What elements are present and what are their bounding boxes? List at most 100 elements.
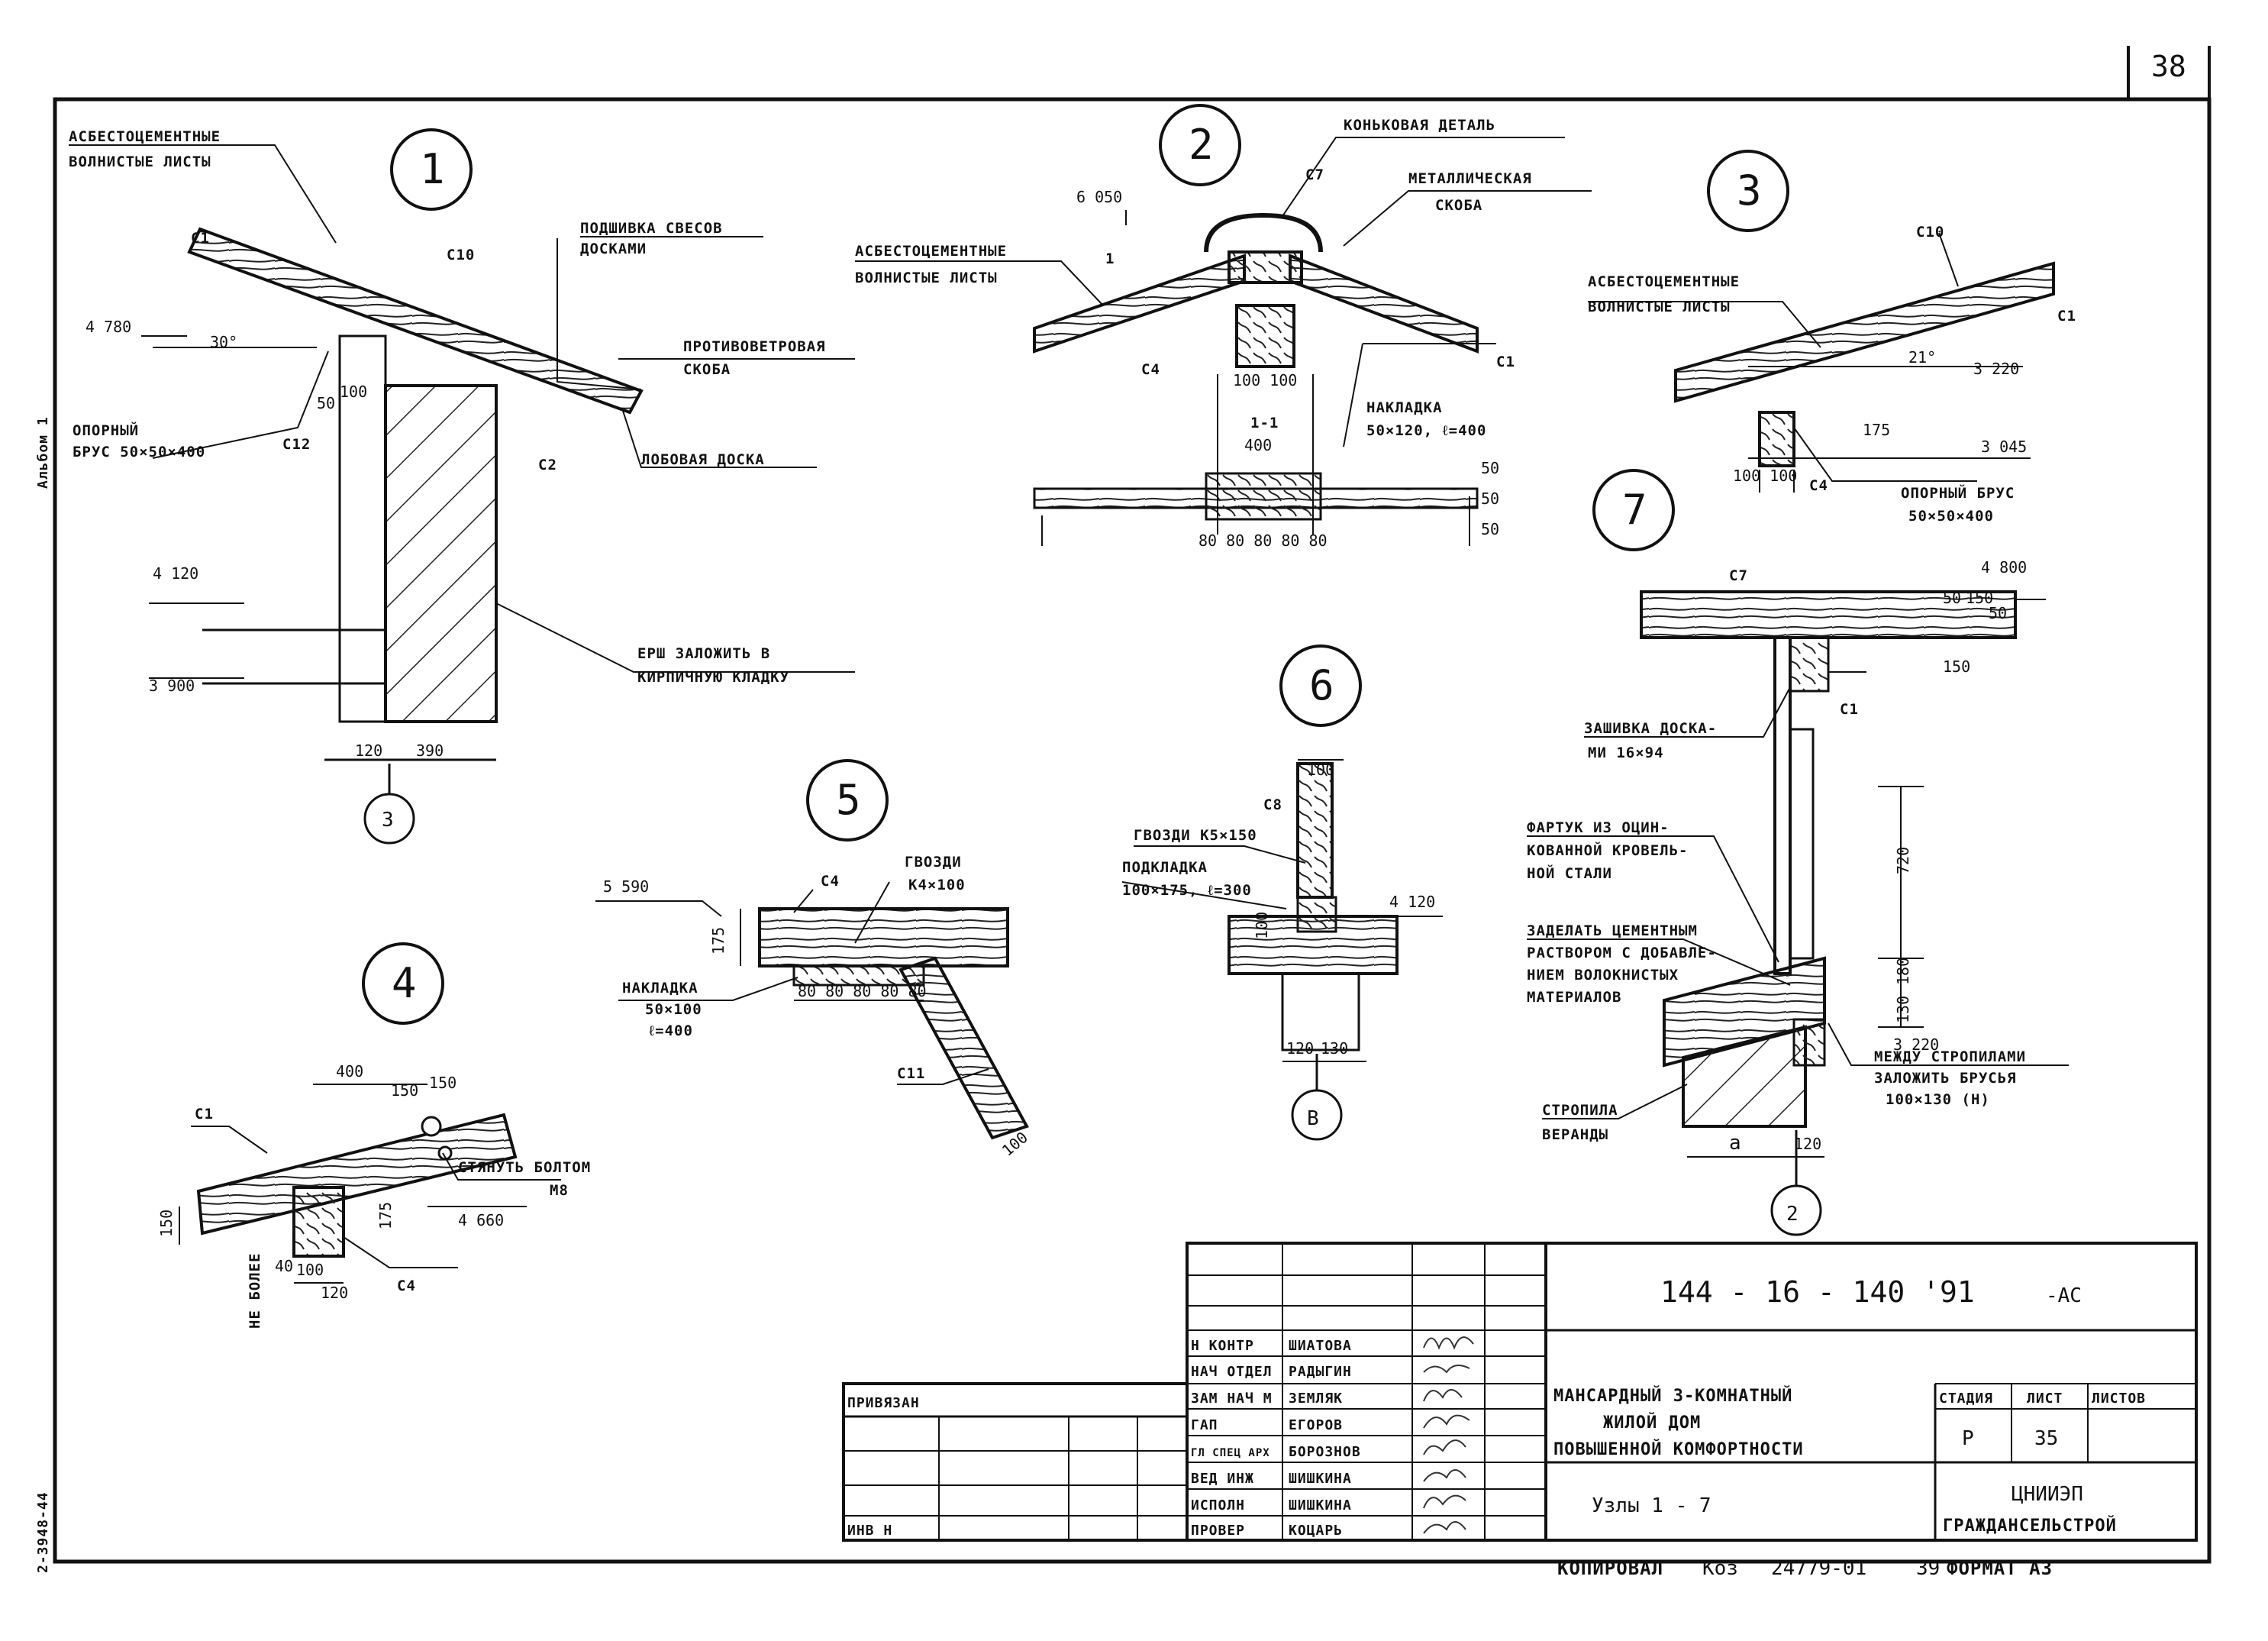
node-1-label-3: ПОДШИВКА СВЕСОВ: [580, 220, 723, 237]
node-5-label-1: ГВОЗДИ: [905, 854, 962, 871]
node-3-dim-5: 100 100: [1733, 467, 1797, 485]
node-7-label-17: 2: [1786, 1203, 1799, 1226]
node-6-label-2: ПОДКЛАДКА: [1122, 859, 1208, 876]
node-2-dim-4: 80 80 80 80 80: [1199, 531, 1328, 550]
project-title-1: МАНСАРДНЫЙ 3-КОМНАТНЫЙ: [1553, 1386, 1792, 1406]
node-5-label-5: ℓ=400: [649, 1022, 693, 1039]
node-2-dim-3: 400: [1244, 436, 1272, 454]
node-5-beam: [758, 907, 1009, 967]
node-1-label-4: ДОСКАМИ: [580, 241, 647, 257]
node-1-label-6: СКОБА: [683, 361, 731, 378]
node-2-label-11: 1: [1105, 250, 1115, 267]
node-3-dim-4: 175: [1863, 421, 1890, 439]
node-7-label-3: ФАРТУК ИЗ ОЦИН-: [1527, 819, 1670, 836]
node-1-label-13: С10: [447, 247, 475, 263]
node-2-dim-1: 6 050: [1076, 188, 1122, 206]
footer-page: 39: [1916, 1557, 1940, 1580]
node-7-top-beam: [1640, 590, 2017, 639]
role-8-name: КОЦАРЬ: [1289, 1523, 1343, 1539]
node-3-label-3: ОПОРНЫЙ БРУС: [1901, 484, 2015, 502]
node-4-rafter: [196, 1113, 518, 1236]
node-7-label-13: СТРОПИЛА: [1542, 1102, 1618, 1119]
node-1-label-1: АСБЕСТОЦЕМЕНТНЫЕ: [69, 128, 221, 145]
footer-format: ФОРМАТ А3: [1947, 1558, 2053, 1579]
node-7-dim-3: 150: [1966, 589, 1993, 607]
role-5-name: БОРОЗНОВ: [1289, 1444, 1361, 1460]
node-1-marker: [390, 128, 473, 211]
node-1: 1 АСБЕСТОЦЕМЕНТНЫЕ ВОЛНИСТЫЕ ЛИСТЫ ПОДШИ…: [69, 128, 855, 845]
node-1-dim-3: 3 900: [149, 677, 195, 695]
node-5-label-4: 50×100: [645, 1001, 702, 1018]
project-title-2: ЖИЛОЙ ДОМ: [1603, 1413, 1701, 1433]
node-4-label-4: С1: [195, 1106, 214, 1123]
role-7-name: ШИШКИНА: [1289, 1497, 1352, 1513]
node-6: 6 ГВОЗДИ К5×150 ПОДКЛАДКА 100×175, ℓ=300…: [1121, 644, 1443, 1141]
node-2-label-6: НАКЛАДКА: [1366, 399, 1443, 416]
node-5: 5 ГВОЗДИ К4×100 НАКЛАДКА 50×100 ℓ=400 С4…: [595, 759, 1031, 1160]
sheet-header: ЛИСТ: [2027, 1391, 2063, 1407]
node-2-label-3: СКОБА: [1435, 197, 1482, 214]
node-7-wall-post: [1773, 636, 1792, 975]
node-7-label-12: 100×130 (Н): [1886, 1091, 1990, 1108]
privyazan-label: ПРИВЯЗАН: [847, 1395, 920, 1411]
node-2-dim-7: 50: [1481, 520, 1499, 538]
node-7-label-7: РАСТВОРОМ С ДОБАВЛЕ-: [1527, 945, 1717, 961]
node-1-number: 1: [420, 145, 445, 193]
node-6-dim-5: 130: [1321, 1039, 1348, 1058]
node-5-dim-1: 5 590: [603, 877, 649, 896]
project-title-3: ПОВЫШЕННОЙ КОМФОРТНОСТИ: [1553, 1439, 1804, 1459]
node-6-dim-4: 120: [1286, 1039, 1314, 1058]
node-2-dim-2: 100 100: [1233, 371, 1297, 389]
title-code: 144 - 16 - 140 '91: [1660, 1275, 1975, 1309]
margin-code-top: Альбом 1: [35, 416, 51, 489]
node-2-dim-6: 50: [1481, 489, 1499, 508]
node-1-roof: [187, 227, 644, 415]
node-1-label-12: С1: [191, 230, 210, 247]
node-2-label-9: С4: [1141, 361, 1160, 378]
node-1-label-5: ПРОТИВОВЕТРОВАЯ: [683, 338, 826, 355]
organization-2: ГРАЖДАНСЕЛЬСТРОЙ: [1943, 1516, 2117, 1536]
node-3-marker: [1707, 150, 1789, 232]
node-1-dim-5: 390: [416, 741, 444, 760]
sheet-value: 35: [2034, 1427, 2058, 1450]
node-6-marker: [1279, 644, 1362, 727]
signatures: [1423, 1336, 1474, 1534]
node-4-dim-1: 400: [336, 1062, 363, 1081]
node-4-dim-6: 150: [157, 1210, 176, 1237]
node-6-label-1: ГВОЗДИ К5×150: [1134, 827, 1257, 844]
node-5-strut: [898, 956, 1029, 1140]
node-7-label-1: ЗАШИВКА ДОСКА-: [1584, 720, 1717, 737]
node-5-label-7: С11: [897, 1065, 925, 1082]
node-3-support-beam: [1758, 411, 1795, 467]
node-2-label-7: 50×120, ℓ=400: [1366, 422, 1486, 439]
node-7-label-11: ЗАЛОЖИТЬ БРУСЬЯ: [1874, 1070, 2017, 1087]
node-1-dim-9: 100: [340, 383, 367, 401]
role-3: ЗАМ НАЧ М: [1191, 1391, 1273, 1407]
node-4-dim-8: 120: [321, 1284, 348, 1302]
node-7-dim-4: 50: [1989, 604, 2007, 622]
node-7-label-16: С1: [1840, 701, 1859, 718]
node-4-support-beam: [292, 1186, 345, 1258]
node-7-label-8: НИЕМ ВОЛОКНИСТЫХ: [1527, 967, 1679, 984]
node-4-label-1: СТЯНУТЬ БОЛТОМ: [458, 1159, 591, 1176]
node-5-label-3: НАКЛАДКА: [622, 980, 698, 997]
node-1-label-2: ВОЛНИСТЫЕ ЛИСТЫ: [69, 153, 211, 170]
node-6-post: [1296, 762, 1334, 899]
node-5-number: 5: [836, 776, 861, 824]
node-2-label-4: АСБЕСТОЦЕМЕНТНЫЕ: [855, 243, 1007, 260]
node-5-label-6: С4: [821, 873, 840, 890]
node-1-wall: [384, 384, 498, 723]
node-7-label-15: С7: [1729, 567, 1748, 584]
node-4-dim-3: 150: [429, 1074, 457, 1092]
node-7-dim-10: 120: [1794, 1135, 1821, 1153]
node-7-dim-7: 130: [1894, 996, 1912, 1023]
node-4-number: 4: [392, 959, 417, 1007]
node-1-dim-8: 50: [317, 394, 335, 412]
node-7-wall: [1682, 1025, 1807, 1128]
node-4-dim-4: 4 660: [458, 1211, 504, 1229]
node-1-dim-6: 3: [382, 809, 394, 832]
node-7-marker: [1592, 469, 1675, 551]
stage-header: СТАДИЯ: [1939, 1391, 1993, 1407]
node-6-dim-1: 100: [1307, 761, 1334, 779]
